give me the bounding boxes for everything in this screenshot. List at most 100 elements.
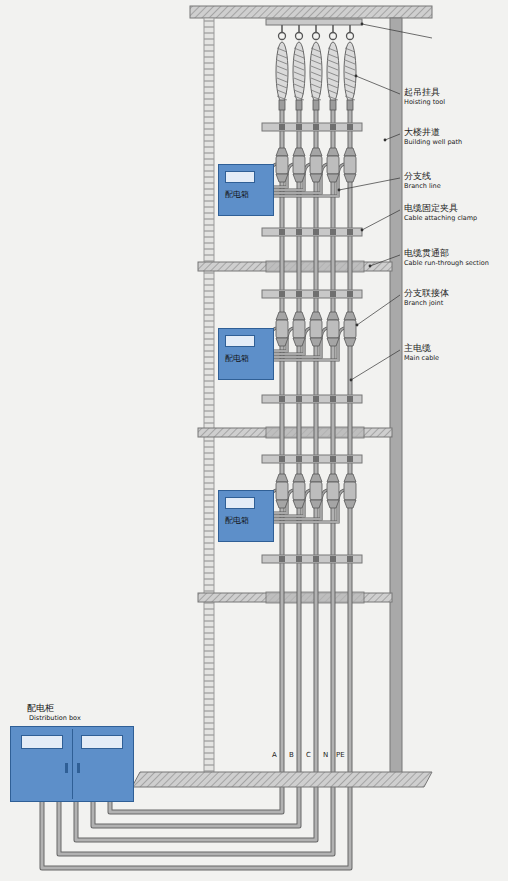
hoisting-grip (327, 42, 339, 102)
clamp-grip (347, 456, 353, 462)
branch-joint (276, 320, 288, 338)
phase-label: C (306, 752, 311, 760)
grip-weave (277, 72, 287, 76)
clamp-grip (347, 396, 353, 402)
leader-dot (384, 139, 387, 142)
grip-weave (328, 60, 338, 64)
leader-line (385, 134, 400, 140)
leader-line (356, 76, 400, 94)
grip-neck (330, 100, 336, 110)
grip-weave (345, 48, 355, 52)
grip-weave (345, 78, 355, 82)
grip-weave (294, 54, 304, 58)
door-handle (65, 763, 68, 773)
clamp-grip (313, 556, 319, 562)
leader-line (339, 178, 400, 190)
branch-joint (293, 482, 305, 500)
clamp-grip (347, 229, 353, 235)
clamp-grip (296, 396, 302, 402)
hoisting-grip (344, 42, 356, 102)
joint-cone (344, 338, 356, 346)
grip-weave (328, 78, 338, 82)
callout-label-en: Branch joint (404, 300, 443, 307)
grip-weave (311, 78, 321, 82)
phase-label: N (323, 752, 328, 760)
leader-dot (355, 75, 358, 78)
grip-neck (296, 100, 302, 110)
ceiling-slab (190, 6, 432, 18)
joint-cone (293, 148, 305, 156)
joint-cone (344, 474, 356, 482)
grip-weave (328, 90, 338, 94)
grip-weave (345, 96, 355, 100)
callout-label: 分支线 (404, 172, 431, 182)
hook-rod (298, 25, 300, 33)
hook-ring (279, 33, 286, 40)
clamp-grip (279, 124, 285, 130)
grip-weave (311, 90, 321, 94)
callout-label: 大楼井道 (404, 128, 440, 138)
grip-weave (328, 54, 338, 58)
branch-joint (293, 156, 305, 174)
leader-dot (350, 379, 353, 382)
floor-slab (198, 593, 392, 602)
callout-label: 电缆贯通部 (404, 249, 449, 259)
clamp-grip (279, 556, 285, 562)
joint-cone (276, 148, 288, 156)
well-wall (390, 18, 402, 778)
floor-slab (198, 428, 392, 437)
branch-joint (327, 320, 339, 338)
joint-cone (310, 312, 322, 320)
hook-rod (315, 25, 317, 33)
hook-rod (332, 25, 334, 33)
clamp-grip (279, 291, 285, 297)
main-cable-outline (59, 108, 333, 854)
callout-label-en: Branch line (404, 183, 441, 190)
cable-clamp (262, 555, 362, 563)
clamp-grip (279, 456, 285, 462)
grip-weave (311, 54, 321, 58)
joint-cone (276, 500, 288, 508)
cable-clamp (262, 290, 362, 298)
clamp-grip (313, 456, 319, 462)
grip-weave (294, 84, 304, 88)
cable-ladder (204, 18, 214, 776)
distribution-box: 配电箱 (218, 328, 274, 380)
hook-ring (313, 33, 320, 40)
joint-cone (310, 500, 322, 508)
grip-weave (311, 72, 321, 76)
main-cable (110, 108, 282, 812)
main-cable (93, 108, 299, 826)
branch-joint (276, 156, 288, 174)
grip-weave (294, 60, 304, 64)
clamp-grip (330, 124, 336, 130)
grip-weave (277, 90, 287, 94)
grip-weave (277, 54, 287, 58)
clamp-grip (330, 229, 336, 235)
leader-line (362, 24, 432, 38)
clamp-grip (347, 556, 353, 562)
grip-weave (328, 48, 338, 52)
callout-label-en: Building well path (404, 139, 462, 146)
clamp-grip (296, 291, 302, 297)
grip-weave (277, 66, 287, 70)
clamp-grip (279, 229, 285, 235)
leader-dot (369, 265, 372, 268)
branch-joint (293, 320, 305, 338)
joint-cone (293, 474, 305, 482)
leader-dot (356, 324, 359, 327)
branch-joint (310, 156, 322, 174)
door-split (72, 729, 73, 799)
clamp-grip (313, 291, 319, 297)
hoisting-grip (310, 42, 322, 102)
clamp-grip (296, 556, 302, 562)
leader-line (357, 295, 400, 325)
grip-weave (328, 84, 338, 88)
leader-line (351, 350, 400, 380)
joint-cone (344, 174, 356, 182)
callout-label-en: Main cable (404, 355, 439, 362)
branch-joint (310, 320, 322, 338)
grip-weave (294, 72, 304, 76)
clamp-grip (296, 124, 302, 130)
